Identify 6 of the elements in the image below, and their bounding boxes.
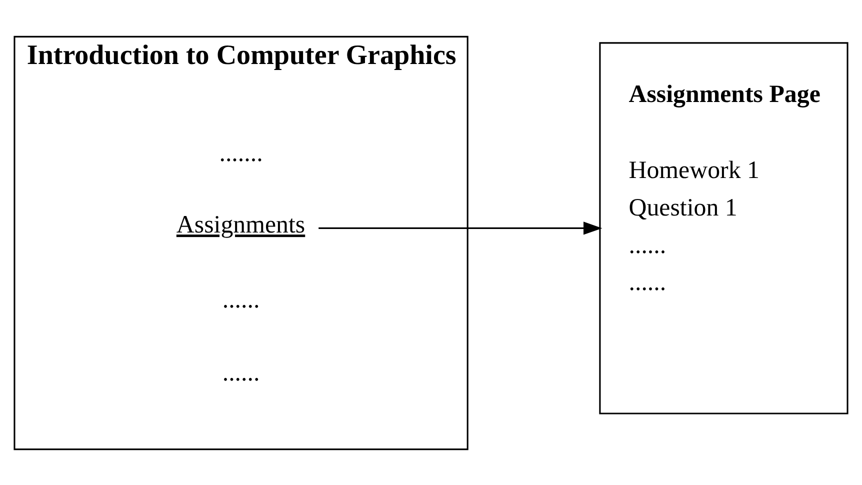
node-box: Assignments Page Homework 1 Question 1 ...... ...... [599,42,848,414]
node-text: Assignments [176,211,306,238]
label: ...... [222,286,260,313]
label: ....... [219,139,263,166]
arrow [318,221,602,234]
label: ...... [222,358,260,386]
